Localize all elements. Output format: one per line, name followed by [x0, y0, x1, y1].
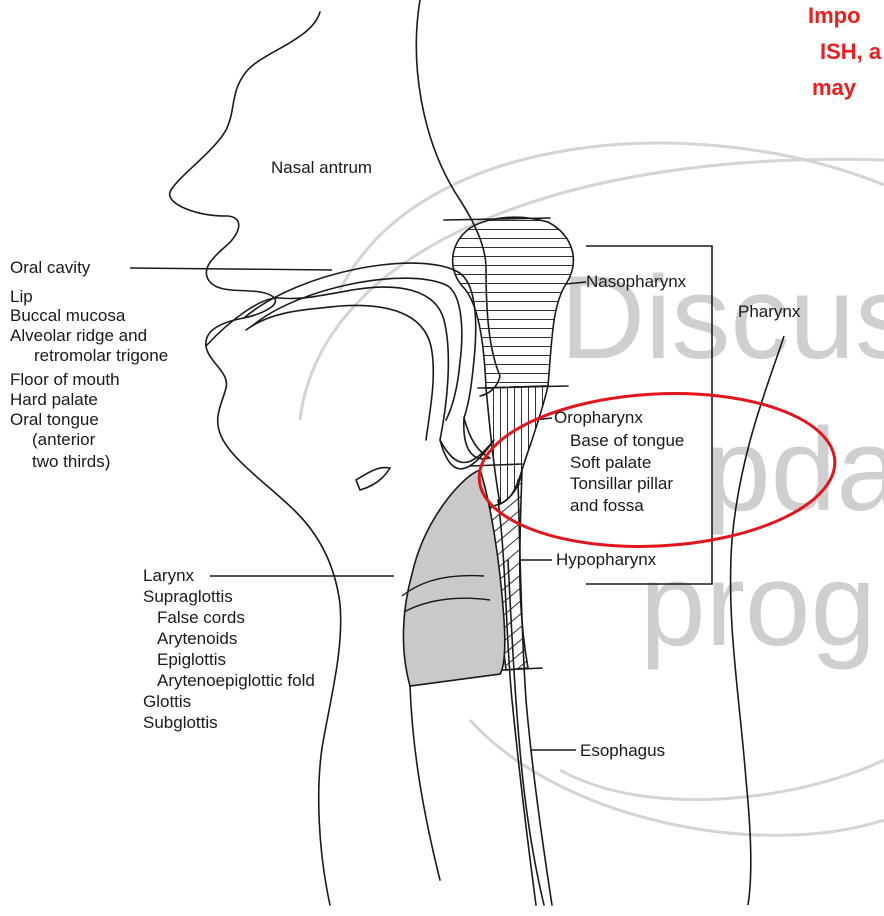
label-anterior: (anterior [32, 430, 95, 450]
neck-posterior-line [731, 336, 784, 905]
uvula [464, 418, 490, 459]
label-hard-palate: Hard palate [10, 390, 98, 410]
hyoid-bone [356, 468, 390, 491]
tongue-upper [206, 287, 448, 440]
label-subglottis: Subglottis [143, 713, 218, 733]
note-line-3: may [812, 72, 856, 104]
palate-upper [244, 263, 476, 418]
nasopharynx-region [453, 217, 574, 388]
label-retromolar-trigone: retromolar trigone [34, 346, 168, 366]
label-alveolar-ridge: Alveolar ridge and [10, 326, 147, 346]
label-arytenoepiglottic-fold: Arytenoepiglottic fold [157, 671, 315, 691]
label-base-of-tongue: Base of tongue [570, 431, 684, 451]
label-larynx: Larynx [143, 566, 194, 586]
label-soft-palate: Soft palate [570, 453, 651, 473]
label-hypopharynx: Hypopharynx [556, 550, 656, 570]
label-tonsillar-pillar: Tonsillar pillar [570, 474, 673, 494]
label-glottis: Glottis [143, 692, 191, 712]
label-nasal-antrum: Nasal antrum [271, 158, 372, 178]
label-false-cords: False cords [157, 608, 245, 628]
note-line-2: ISH, a [820, 36, 881, 68]
label-two-thirds: two thirds) [32, 452, 110, 472]
label-pharynx: Pharynx [738, 302, 800, 322]
label-and-fossa: and fossa [570, 496, 644, 516]
label-oropharynx: Oropharynx [554, 408, 643, 428]
label-supraglottis: Supraglottis [143, 587, 233, 607]
label-epiglottis: Epiglottis [157, 650, 226, 670]
label-oral-cavity: Oral cavity [10, 258, 90, 278]
face-profile [170, 12, 341, 905]
label-nasopharynx: Nasopharynx [586, 272, 686, 292]
esophagus-outer-right [518, 480, 552, 905]
label-floor-of-mouth: Floor of mouth [10, 370, 120, 390]
label-oral-tongue: Oral tongue [10, 410, 99, 430]
label-arytenoids: Arytenoids [157, 629, 237, 649]
label-buccal-mucosa: Buccal mucosa [10, 306, 125, 326]
trachea-left [410, 686, 440, 880]
label-lip: Lip [10, 287, 33, 307]
label-esophagus: Esophagus [580, 741, 665, 761]
note-line-1: Impo [808, 0, 861, 32]
